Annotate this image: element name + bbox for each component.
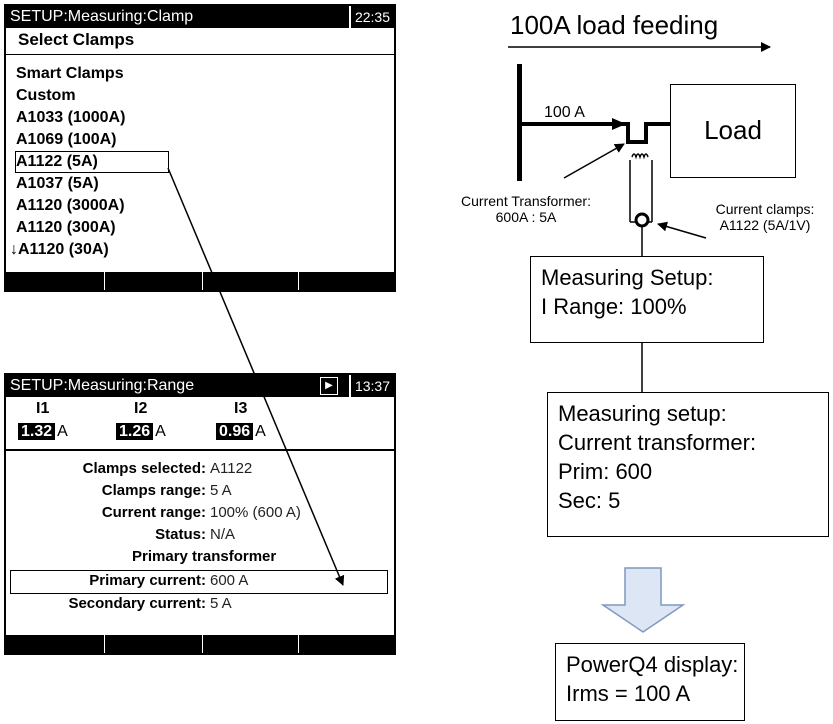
current-range-label: Current range: <box>101 504 206 521</box>
feed-line <box>522 122 670 144</box>
play-icon: ▶ <box>320 377 338 395</box>
clamps-selected-row: Clamps selected: <box>6 459 206 479</box>
range-screen-time: 13:37 <box>348 375 394 397</box>
header-divider <box>6 449 394 451</box>
primary-current-value: 600 A <box>210 572 249 589</box>
clamp-option[interactable]: A1037 (5A) <box>16 175 99 192</box>
clamps-pointer <box>657 221 707 239</box>
range-screen-title: SETUP:Measuring:Range <box>10 377 195 394</box>
current-range-value: 100% (600 A) <box>210 504 301 521</box>
channel-i2-unit: A <box>155 423 166 440</box>
powerq4-display-box: PowerQ4 display: Irms = 100 A <box>555 643 745 721</box>
bus-bar <box>517 64 522 181</box>
clamp-option[interactable]: ↓A1120 (30A) <box>10 241 109 258</box>
clamps-selected-label: Clamps selected: <box>82 460 206 477</box>
line-current-label: 100 A <box>544 104 585 121</box>
ct-setup-line2: Current transformer: <box>558 430 757 455</box>
clamps-label-line1: Current clamps: <box>715 201 815 217</box>
measuring-setup-line2: I Range: 100% <box>541 294 687 319</box>
clamps-selected-value: A1122 <box>210 460 253 477</box>
secondary-current-value: 5 A <box>210 595 232 612</box>
clamp-screen-titlebar: SETUP:Measuring:Clamp 22:35 <box>6 6 394 28</box>
status-label: Status: <box>155 526 206 543</box>
powerq4-display-line1: PowerQ4 display: <box>566 652 739 677</box>
measuring-setup-line1: Measuring Setup: <box>541 265 714 290</box>
clamps-range-row: Clamps range: <box>6 481 206 501</box>
clamp-option[interactable]: A1069 (100A) <box>16 131 117 148</box>
channel-i3-name: I3 <box>234 400 248 417</box>
ct-setup-line4: Sec: 5 <box>558 488 621 513</box>
ct-pointer <box>563 143 625 179</box>
clamp-setup-screen: SETUP:Measuring:Clamp 22:35 Select Clamp… <box>4 4 396 292</box>
ct-setup-line1: Measuring setup: <box>558 401 727 426</box>
range-screen-softkeys <box>6 635 394 653</box>
ct-label-line1: Current Transformer: <box>461 193 591 209</box>
clamp-option-selected[interactable]: A1122 (5A) <box>15 151 169 173</box>
range-setup-screen: SETUP:Measuring:Range ▶ 13:37 I1 I2 I3 1… <box>4 373 396 655</box>
load-box: Load <box>670 84 796 178</box>
primary-current-label-wrap: Primary current: <box>6 571 206 591</box>
clamp-option[interactable]: A1120 (3000A) <box>16 197 125 214</box>
status-value: N/A <box>210 526 236 543</box>
clamps-label: Current clamps: A1122 (5A/1V) <box>700 201 830 233</box>
clamp-screen-time: 22:35 <box>348 6 394 28</box>
down-block-arrow <box>600 567 686 633</box>
ct-setup-line3: Prim: 600 <box>558 459 653 484</box>
ct-setup-box: Measuring setup: Current transformer: Pr… <box>547 392 829 537</box>
feed-line-arrow <box>612 118 626 130</box>
clamp-option[interactable]: A1033 (1000A) <box>16 109 126 126</box>
secondary-current-row[interactable]: Secondary current: <box>6 594 206 614</box>
ct-coil <box>631 153 649 160</box>
range-screen-titlebar: SETUP:Measuring:Range ▶ 13:37 <box>6 375 394 397</box>
ct-label-line2: 600A : 5A <box>495 209 557 225</box>
clamp-screen-softkeys <box>6 272 394 290</box>
channel-i1-unit: A <box>57 423 68 440</box>
current-range-row[interactable]: Current range: <box>6 503 206 523</box>
measuring-setup-box: Measuring Setup: I Range: 100% <box>530 256 764 343</box>
secondary-current-label: Secondary current: <box>68 595 206 612</box>
clamp-screen-title: SETUP:Measuring:Clamp <box>10 8 194 25</box>
clamp-ring <box>634 212 650 228</box>
clamps-label-line2: A1122 (5A/1V) <box>719 217 811 233</box>
ct-label: Current Transformer: 600A : 5A <box>436 193 616 225</box>
select-clamps-heading: Select Clamps <box>6 28 394 55</box>
primary-current-label: Primary current: <box>89 572 206 589</box>
status-row: Status: <box>6 525 206 545</box>
clamps-range-label: Clamps range: <box>101 482 206 499</box>
channel-i1-name: I1 <box>36 400 50 417</box>
channel-i2-value: 1.26 <box>116 423 154 440</box>
clamp-option[interactable]: A1120 (300A) <box>16 219 116 236</box>
channel-i1-value: 1.32 <box>18 423 56 440</box>
powerq4-display-line2: Irms = 100 A <box>566 681 691 706</box>
channel-i3-value: 0.96 <box>216 423 254 440</box>
channel-i2-name: I2 <box>134 400 148 417</box>
primary-transformer-heading: Primary transformer <box>132 548 277 565</box>
channel-i3-unit: A <box>255 423 266 440</box>
load-feeding-label: 100A load feeding <box>510 10 719 40</box>
clamps-range-value: 5 A <box>210 482 232 499</box>
clamp-option[interactable]: Custom <box>16 87 76 104</box>
clamp-option[interactable]: Smart Clamps <box>16 65 124 82</box>
